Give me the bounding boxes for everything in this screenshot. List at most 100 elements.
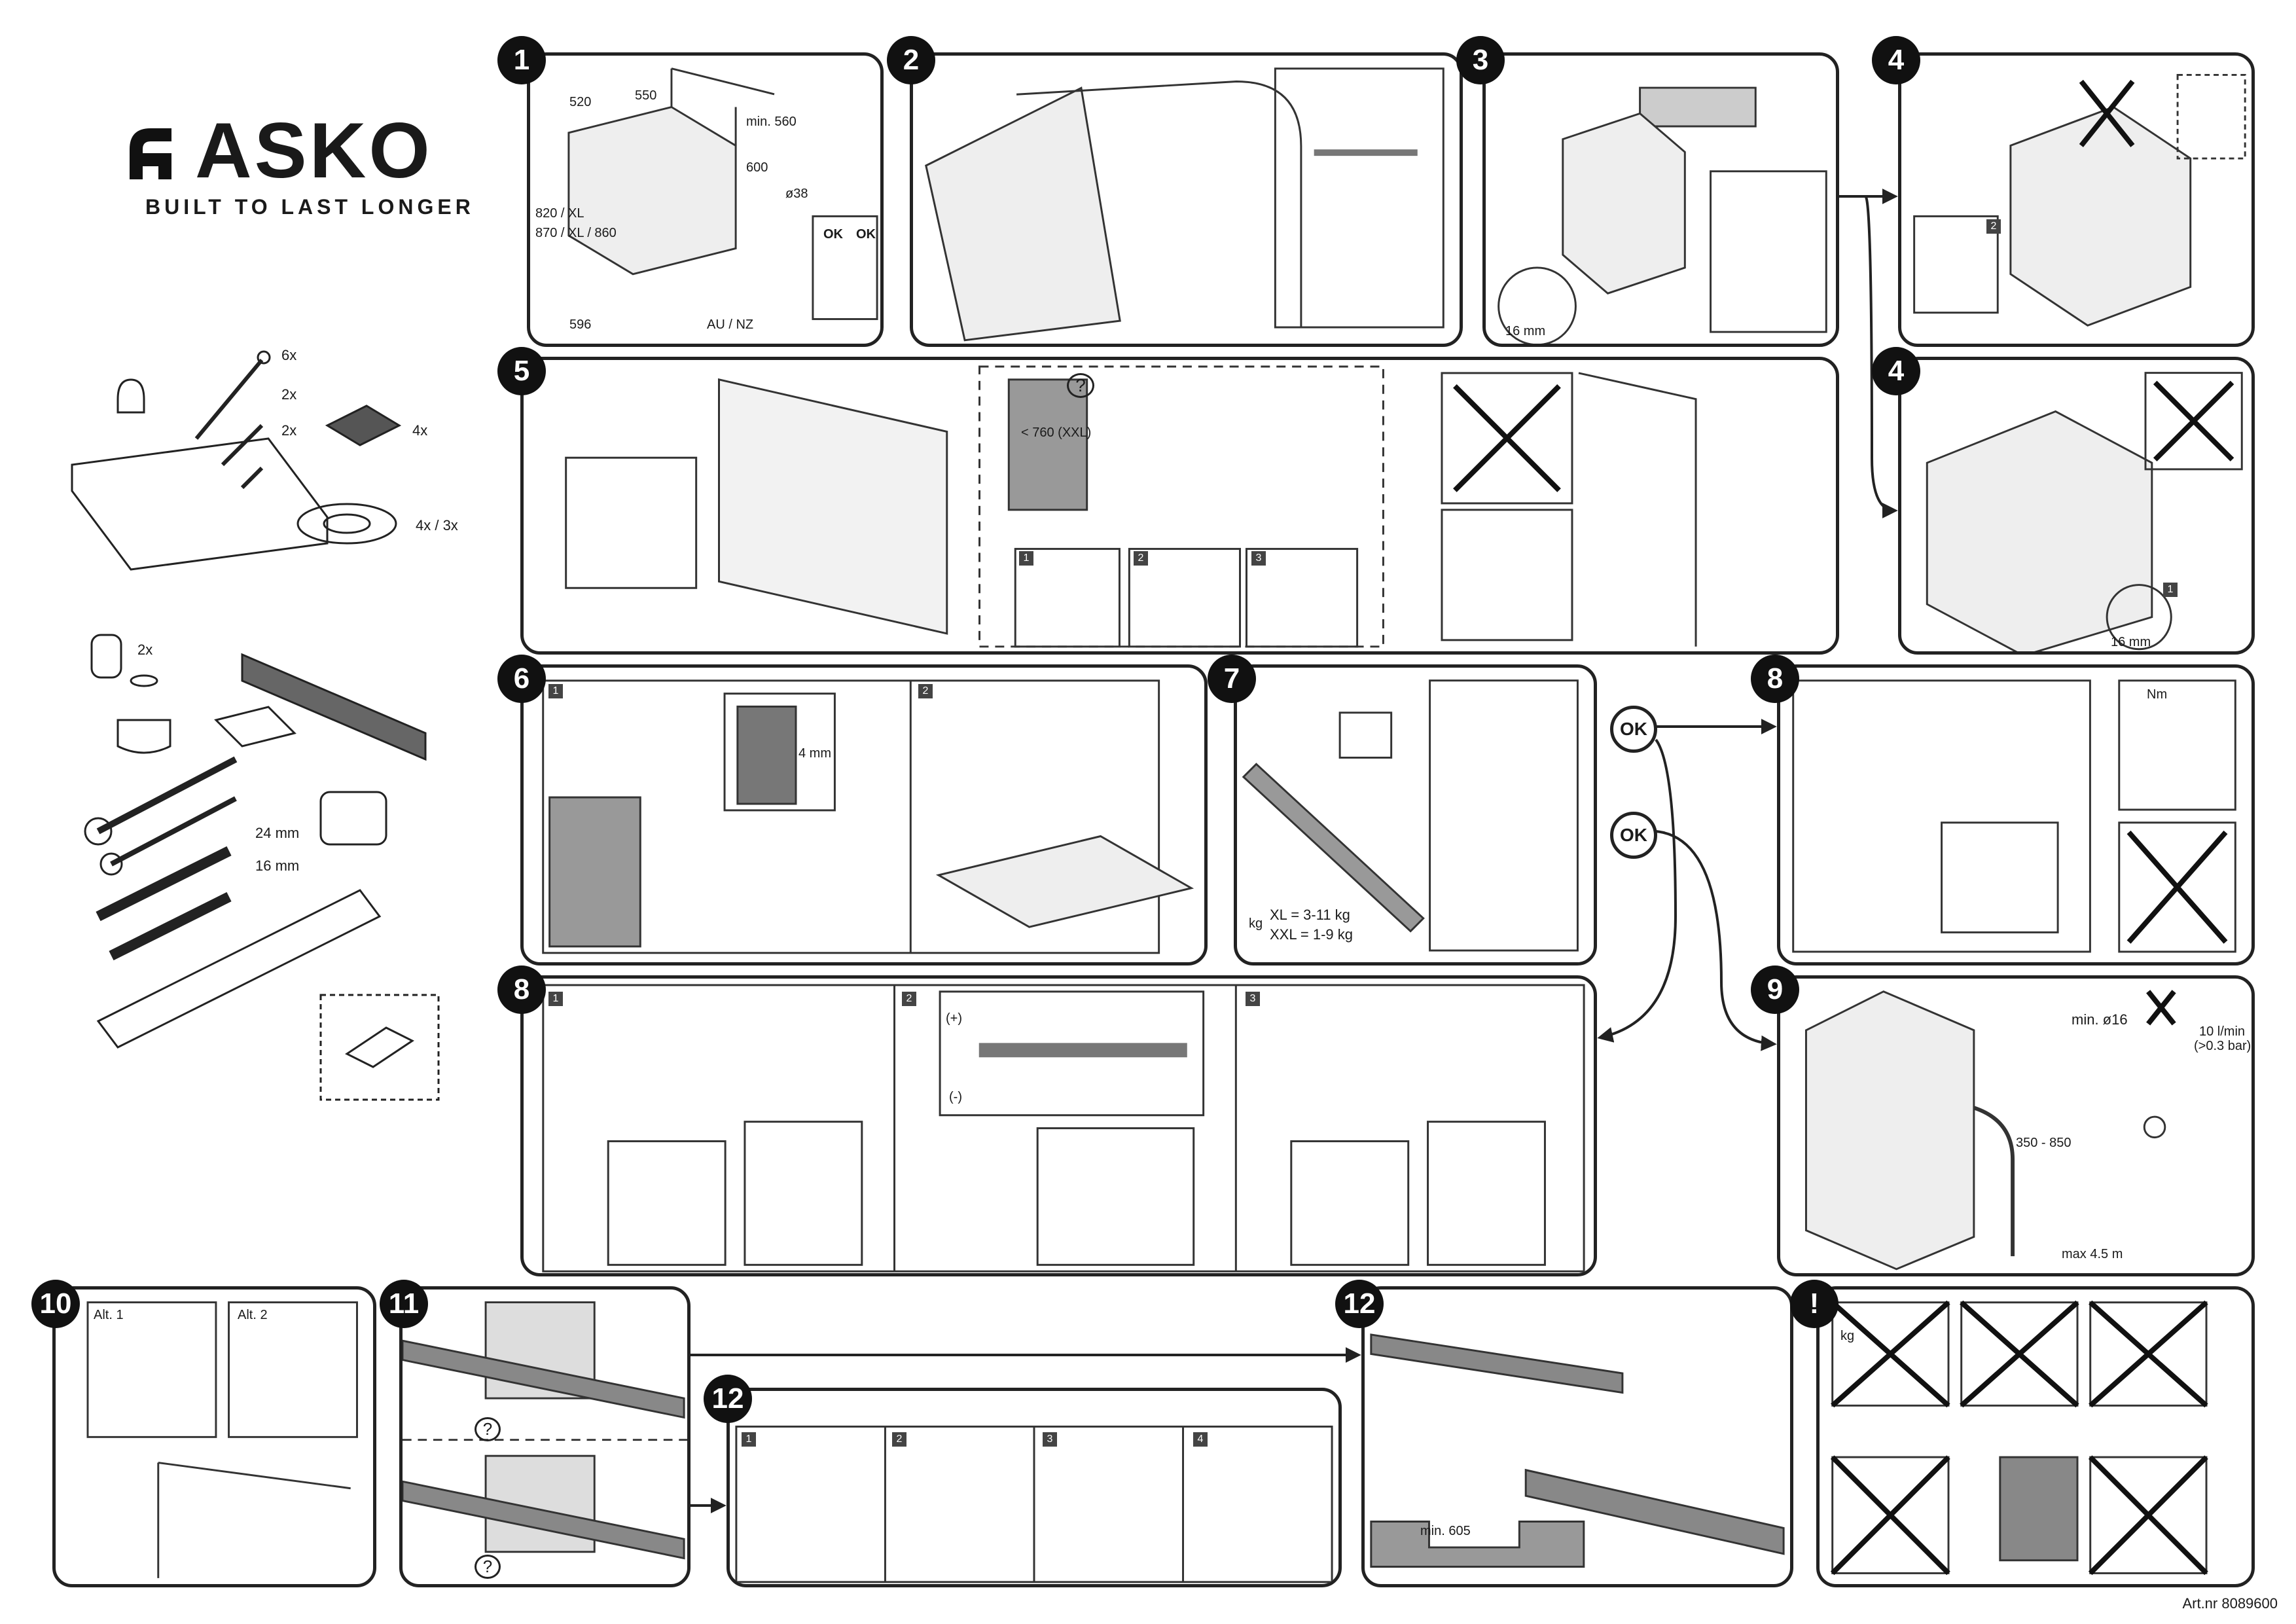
base-strip-icon xyxy=(71,437,329,571)
sub-step-2: 2 xyxy=(918,684,933,698)
wrench-24-icon xyxy=(96,756,238,835)
ok-decision-2: OK xyxy=(1610,812,1657,859)
decrease-label: (-) xyxy=(949,1090,962,1104)
panel-step-4b: 1 16 mm xyxy=(1898,357,2255,655)
panel-fitting-diagram xyxy=(565,365,1697,648)
plinth-mount-diagram xyxy=(735,1425,1333,1583)
qty-sleeve: 2x xyxy=(137,641,153,658)
wrench-16-icon xyxy=(110,796,237,867)
drill-box xyxy=(319,994,440,1101)
step-10-number: 10 xyxy=(31,1280,80,1328)
weight-xl: XL = 3-11 kg xyxy=(1270,907,1350,923)
sub-step-1: 1 xyxy=(2163,583,2178,597)
height-adjust-diagram xyxy=(1913,73,2246,327)
spirit-level-icon xyxy=(96,889,382,1049)
weight-xxl: XXL = 1-9 kg xyxy=(1270,926,1353,943)
increase-label: (+) xyxy=(946,1011,962,1026)
sub-step-4: 4 xyxy=(1193,1432,1208,1447)
panel-size-label: < 760 (XXL) xyxy=(1021,425,1092,440)
arrow-ok-to-9 xyxy=(1655,830,1777,1051)
brand-tagline: BUILT TO LAST LONGER xyxy=(145,195,475,219)
step-12a-number: 12 xyxy=(704,1375,752,1423)
sub-step-1: 1 xyxy=(742,1432,756,1447)
sub-step-1: 1 xyxy=(1019,551,1033,566)
label-au-nz: AU / NZ xyxy=(707,317,754,332)
panel-step-9: min. ø16 350 - 850 10 l/min (>0.3 bar) m… xyxy=(1777,975,2255,1276)
asko-logo-icon xyxy=(130,128,171,179)
panel-warnings: kg xyxy=(1816,1286,2255,1587)
question-icon: ? xyxy=(475,1555,501,1579)
step-4a-number: 4 xyxy=(1872,36,1920,84)
sub-step-3: 3 xyxy=(1251,551,1266,566)
cross-out-icon xyxy=(1830,1300,2208,1576)
brand-name: ASKO xyxy=(195,107,433,194)
hose-length-label: max 4.5 m xyxy=(2062,1247,2123,1261)
warnings-diagram xyxy=(1830,1300,2208,1576)
tape-measure-icon xyxy=(319,791,387,846)
parts-illustration xyxy=(71,350,440,1101)
question-icon: ? xyxy=(475,1417,501,1441)
weight-icon: kg xyxy=(1840,1329,1855,1343)
sub-step-3: 3 xyxy=(1246,992,1260,1006)
step-7-number: 7 xyxy=(1208,655,1256,703)
sub-step-1: 1 xyxy=(548,992,563,1006)
foot-icon xyxy=(296,503,397,545)
dim-870: 870 / XL / 860 xyxy=(535,226,617,240)
hook-icon xyxy=(117,378,145,414)
dim-d38: ø38 xyxy=(785,187,808,201)
panel-step-5: ? < 760 (XXL) 1 2 3 xyxy=(520,357,1839,655)
panel-step-10: Alt. 1 Alt. 2 xyxy=(52,1286,376,1587)
sub-step-2: 2 xyxy=(1986,219,2001,234)
step-1-number: 1 xyxy=(497,36,546,84)
tool-16mm: 16 mm xyxy=(255,857,300,874)
water-connection-diagram xyxy=(1926,372,2243,651)
panel-step-12b: min. 605 xyxy=(1361,1286,1793,1587)
sub-step-1: 1 xyxy=(548,684,563,698)
dim-550: 550 xyxy=(635,88,657,103)
gap-label: 4 mm xyxy=(798,746,831,761)
ok-badge-1: OK xyxy=(823,227,843,242)
cross-out-icon xyxy=(2146,990,2176,1026)
panel-step-8a: Nm xyxy=(1777,664,2255,965)
arrow-ok-to-8b xyxy=(1597,738,1677,1043)
screwdriver-icon xyxy=(96,846,232,922)
door-panel-attach-diagram xyxy=(542,679,1194,954)
alt-1-label: Alt. 1 xyxy=(94,1308,124,1322)
flow-label: 10 l/min xyxy=(2199,1024,2246,1039)
dim-820: 820 / XL xyxy=(535,206,584,221)
cross-out-icon xyxy=(1453,384,1561,492)
article-number: Art.nr 8089600 xyxy=(2182,1595,2278,1612)
question-icon: ? xyxy=(1067,373,1094,398)
qty-pad: 4x xyxy=(412,422,428,439)
cross-out-icon xyxy=(2153,380,2234,461)
qty-foot: 4x / 3x xyxy=(416,517,458,533)
panel-step-12a: 1 2 3 4 xyxy=(726,1388,1342,1587)
sub-step-2: 2 xyxy=(1134,551,1148,566)
step-4b-number: 4 xyxy=(1872,347,1920,395)
panel-step-4a: 2 xyxy=(1898,52,2255,347)
tape-icon xyxy=(241,653,427,761)
spring-balance-diagram xyxy=(1242,679,1579,952)
step-11-number: 11 xyxy=(380,1280,428,1328)
fixing-screws-diagram xyxy=(1792,679,2236,953)
pressure-label: (>0.3 bar) xyxy=(2194,1039,2251,1053)
door-mounting-diagram xyxy=(925,67,1444,342)
qty-short-screw: 2x xyxy=(281,422,297,439)
sub-step-3: 3 xyxy=(1043,1432,1057,1447)
qty-mid-screw: 2x xyxy=(281,386,297,403)
step-8b-number: 8 xyxy=(497,965,546,1014)
dim-min-560: min. 560 xyxy=(746,115,797,129)
dim-596: 596 xyxy=(569,317,592,332)
qty-long-screw: 6x xyxy=(281,347,297,363)
panel-step-8b: 1 2 3 (+) (-) xyxy=(520,975,1597,1276)
torque-label: Nm xyxy=(2147,687,2168,702)
dim-600: 600 xyxy=(746,160,768,175)
sub-step-2: 2 xyxy=(892,1432,906,1447)
step-3-number: 3 xyxy=(1456,36,1505,84)
panel-step-6: 1 2 4 mm xyxy=(520,664,1208,965)
panel-step-1: 520 550 min. 560 600 596 820 / XL 870 / … xyxy=(527,52,884,347)
balance-scale-icon xyxy=(1338,712,1393,759)
warning-number: ! xyxy=(1790,1280,1839,1328)
dim-520: 520 xyxy=(569,95,592,109)
drill-icon xyxy=(345,1026,414,1068)
